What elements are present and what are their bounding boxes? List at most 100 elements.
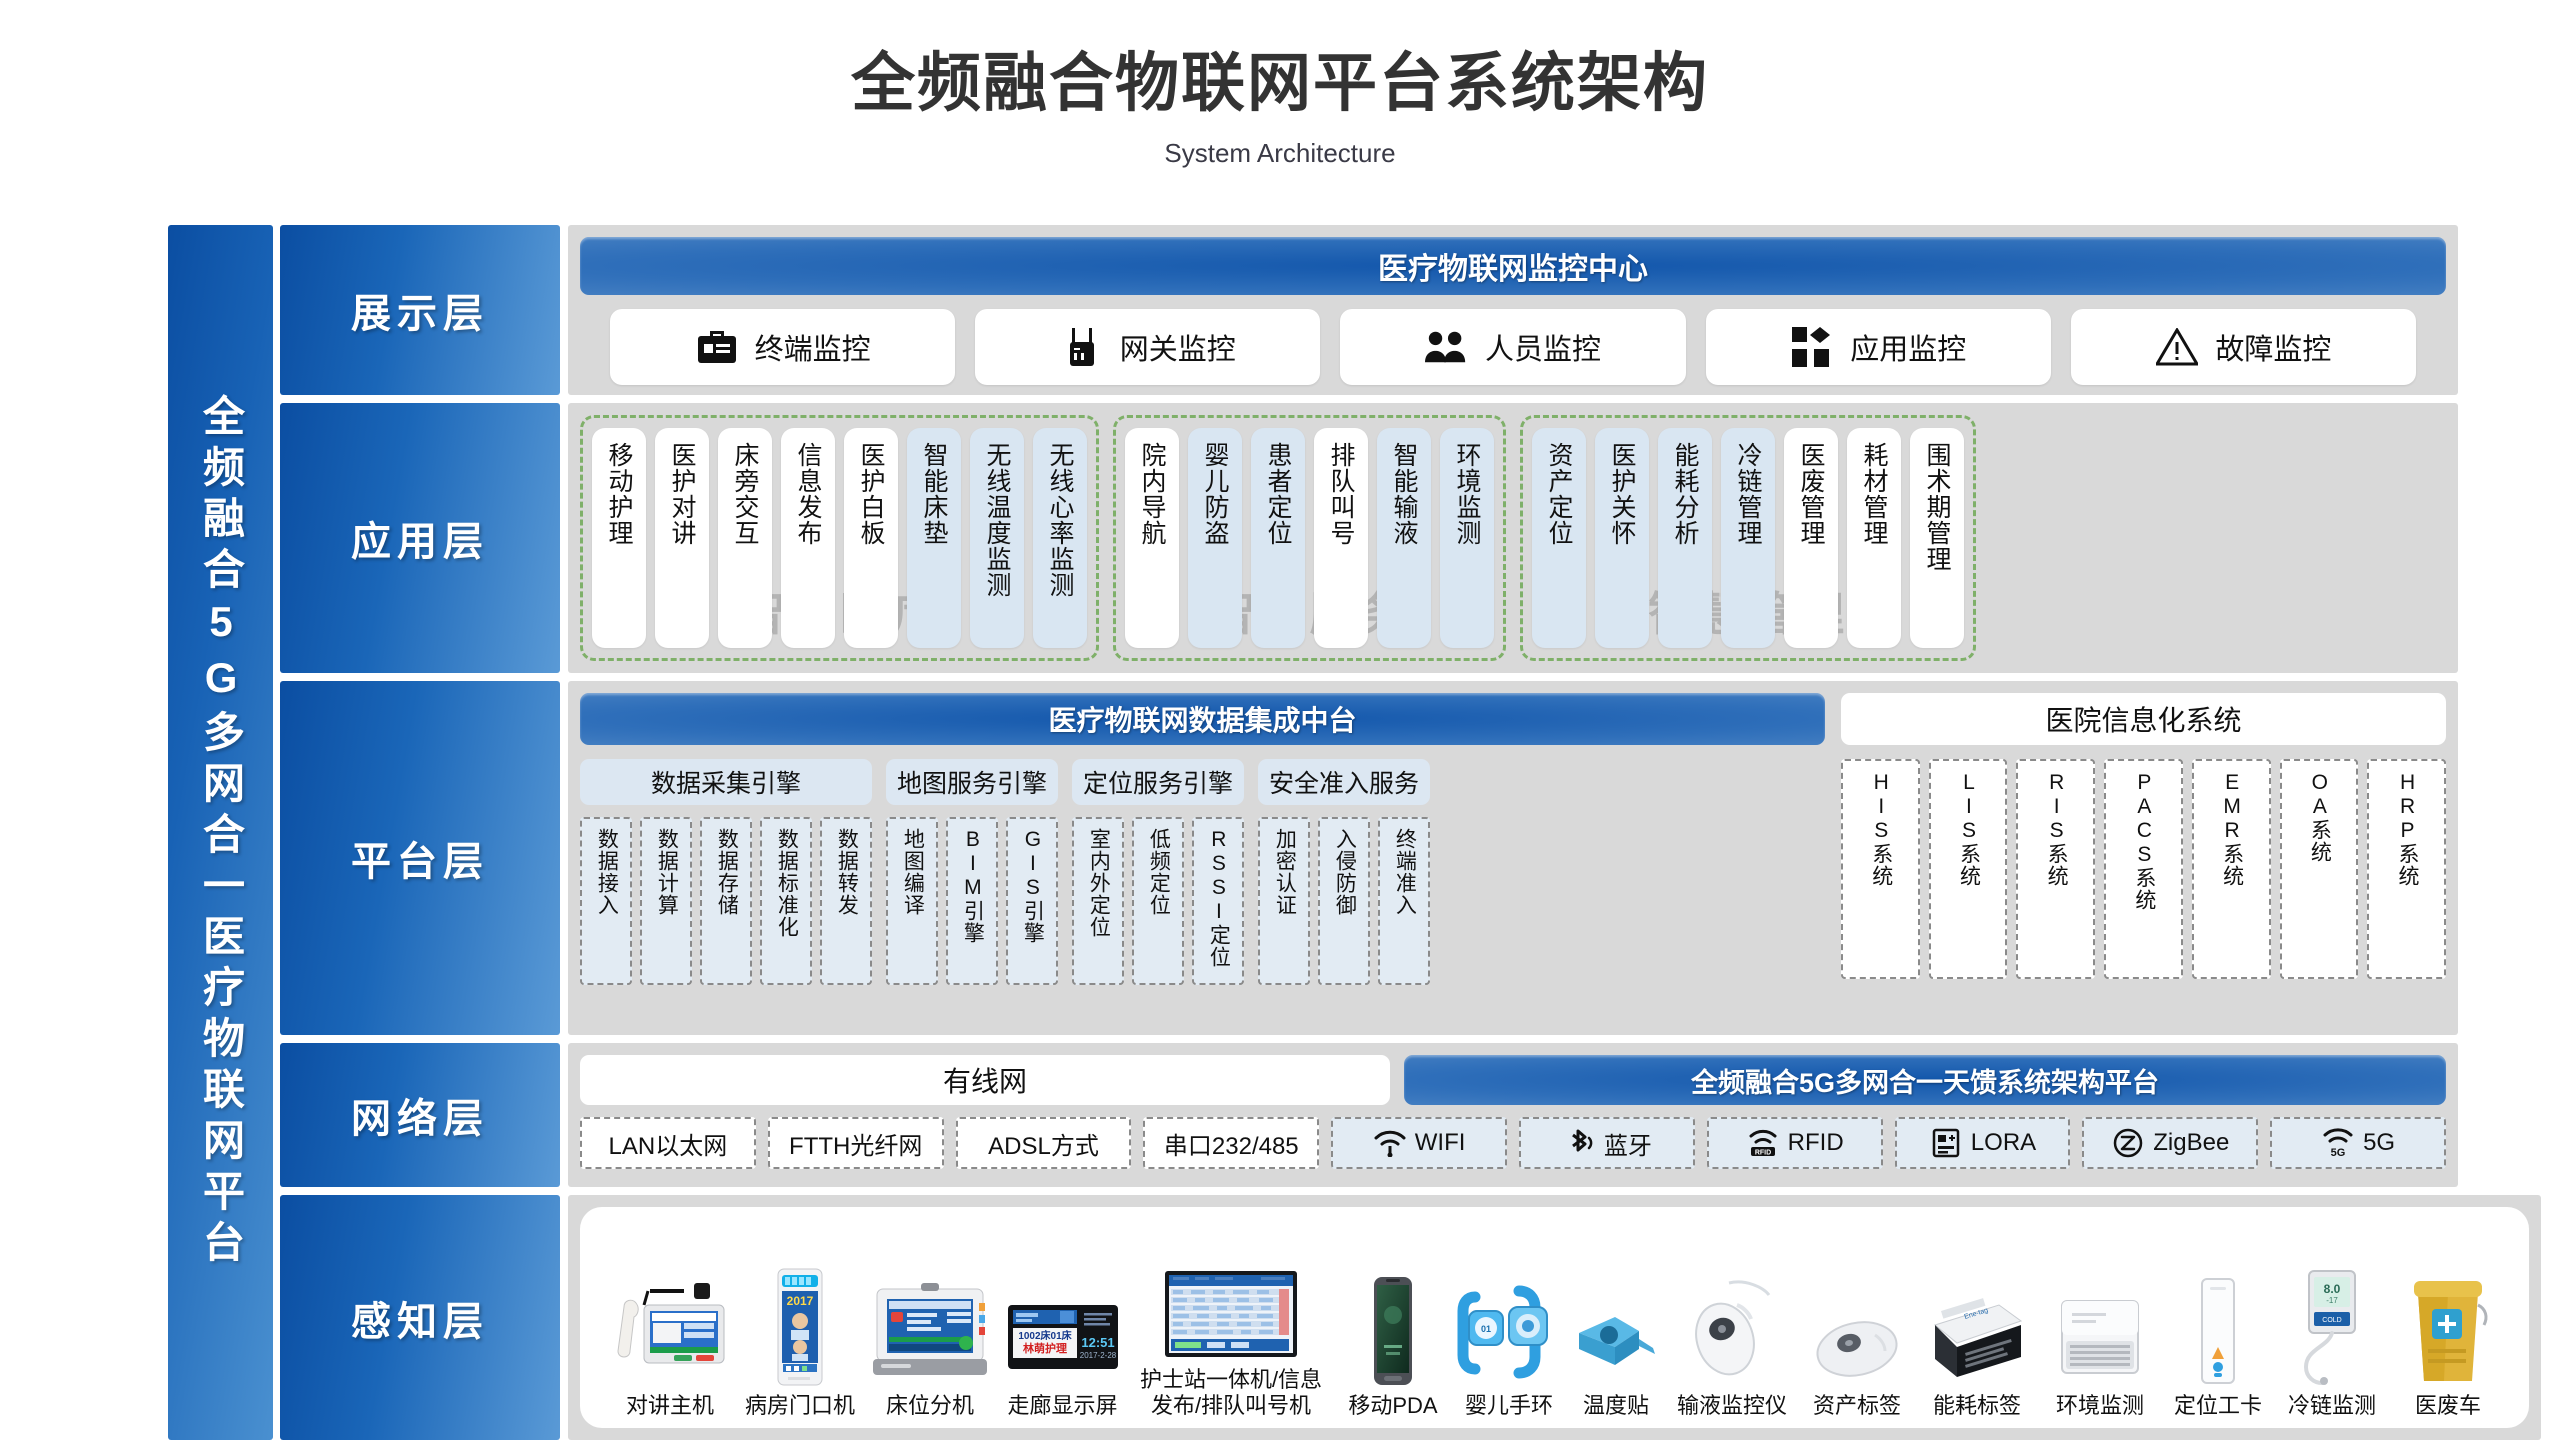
network-tag-serial[interactable]: 串口232/485 [1143, 1117, 1320, 1169]
app-item-patient-positioning[interactable]: 患者定位 [1251, 428, 1305, 648]
app-item-environment-monitoring[interactable]: 环境监测 [1440, 428, 1494, 648]
his-system-pacs[interactable]: PACS系统 [2104, 759, 2183, 979]
network-tag-bluetooth[interactable]: 蓝牙 [1518, 1117, 1695, 1169]
network-tag-zigbee[interactable]: ZigBee [2082, 1117, 2259, 1169]
network-tag-label: 5G [2363, 1129, 2396, 1156]
sense-device-label: 环境监测 [2055, 1392, 2144, 1418]
page-subtitle: System Architecture [1164, 138, 1396, 169]
sense-device-label: 输液监控仪 [1676, 1392, 1787, 1418]
svg-text:8.0: 8.0 [2324, 1282, 2341, 1296]
layer-label-application[interactable]: 应用层 [280, 403, 560, 673]
app-item-infant-antitheft[interactable]: 婴儿防盗 [1188, 428, 1242, 648]
sense-device-label: 移动PDA [1348, 1392, 1438, 1418]
app-item-wireless-temperature[interactable]: 无线温度监测 [970, 428, 1024, 648]
engine-cell-data-compute[interactable]: 数据计算 [640, 817, 692, 985]
engine-title[interactable]: 数据采集引擎 [580, 759, 872, 805]
layer-label-network[interactable]: 网络层 [280, 1043, 560, 1187]
engine-cell-label: 数据存储 [715, 828, 739, 916]
his-system-hrp[interactable]: HRP系统 [2367, 759, 2447, 979]
sense-device-asset-tag[interactable]: 资产标签 [1801, 1303, 1913, 1418]
app-item-wireless-heartrate[interactable]: 无线心率监测 [1033, 428, 1087, 648]
engine-cell-data-storage[interactable]: 数据存储 [700, 817, 752, 985]
display-item-people-monitor[interactable]: 人员监控 [1340, 309, 1686, 385]
engine-cell-indoor-outdoor-positioning[interactable]: 室内外定位 [1072, 817, 1124, 985]
network-tag-label: ADSL方式 [988, 1132, 1099, 1160]
engine-cell-data-forwarding[interactable]: 数据转发 [820, 817, 872, 985]
platform-engine-list: 数据采集引擎 数据接入 数据计算 数据存储 数据标准化 数据转发 [580, 759, 1825, 985]
network-tag-lora[interactable]: LORA [1894, 1117, 2071, 1169]
app-item-smart-infusion[interactable]: 智能输液 [1377, 428, 1431, 648]
sense-device-locator-badge[interactable]: 定位工卡 [2165, 1275, 2271, 1418]
app-item-bedside-interaction[interactable]: 床旁交互 [718, 428, 772, 648]
network-tag-rfid[interactable]: RFID RFID [1706, 1117, 1883, 1169]
sense-device-ward-door-panel[interactable]: 2017 病房门口机 [740, 1267, 860, 1418]
layer-label-platform[interactable]: 平台层 [280, 681, 560, 1035]
app-item-asset-positioning[interactable]: 资产定位 [1532, 428, 1586, 648]
display-item-gateway-monitor[interactable]: 网关监控 [975, 309, 1321, 385]
platform-vertical-banner-label: 全频融合5G多网合一医疗物联网平台 [197, 394, 245, 1271]
engine-title[interactable]: 定位服务引擎 [1072, 759, 1244, 805]
sense-device-infusion-monitor[interactable]: 输液监控仪 [1669, 1277, 1795, 1418]
app-item-indoor-navigation[interactable]: 院内导航 [1125, 428, 1179, 648]
engine-cell-label: 低频定位 [1147, 828, 1171, 916]
engine-cell-map-compile[interactable]: 地图编译 [886, 817, 938, 985]
his-system-emr[interactable]: EMR系统 [2191, 759, 2271, 979]
sense-device-energy-tag[interactable]: Ene-tag 能耗标签 [1919, 1291, 2035, 1418]
engine-cell-intrusion-defense[interactable]: 入侵防御 [1318, 817, 1370, 985]
app-item-staff-care[interactable]: 医护关怀 [1595, 428, 1649, 648]
network-tag-adsl[interactable]: ADSL方式 [955, 1117, 1132, 1169]
engine-cell-rssi-positioning[interactable]: RSSI定位 [1192, 817, 1244, 985]
app-item-mobile-nursing[interactable]: 移动护理 [592, 428, 646, 648]
engine-cell-bim-engine[interactable]: BIM引擎 [946, 817, 998, 985]
his-system-lis[interactable]: LIS系统 [1928, 759, 2008, 979]
sense-device-baby-wristband[interactable]: 01 婴儿手环 [1455, 1277, 1563, 1418]
display-item-fault-monitor[interactable]: 故障监控 [2070, 309, 2417, 385]
sense-device-environment-sensor[interactable]: 环境监测 [2041, 1287, 2159, 1418]
display-item-label: 应用监控 [1850, 334, 1967, 366]
network-tag-5g[interactable]: 5G 5G [2270, 1117, 2446, 1169]
app-item-nurse-intercom[interactable]: 医护对讲 [655, 428, 709, 648]
sense-device-intercom-host[interactable]: 对讲主机 [606, 1277, 734, 1418]
sense-device-temperature-patch[interactable]: 温度贴 [1569, 1307, 1663, 1418]
sense-device-coldchain-monitor[interactable]: 8.0 -17 COLD 冷链监测 [2277, 1269, 2387, 1418]
engine-cell-lowfreq-positioning[interactable]: 低频定位 [1132, 817, 1184, 985]
display-center-title: 医疗物联网监控中心 [580, 237, 2446, 295]
layer-label-network-text: 网络层 [351, 1097, 489, 1141]
sense-device-mobile-pda[interactable]: 移动PDA [1337, 1275, 1449, 1418]
app-item-coldchain-management[interactable]: 冷链管理 [1721, 428, 1775, 648]
network-tag-label: ZigBee [2153, 1129, 2230, 1156]
his-system-his[interactable]: HIS系统 [1841, 759, 1920, 979]
engine-cell-terminal-admission[interactable]: 终端准入 [1378, 817, 1430, 985]
engine-cell-label: 入侵防御 [1333, 828, 1357, 916]
his-system-oa[interactable]: OA系统 [2279, 759, 2359, 979]
sense-device-medical-waste-cart[interactable]: 医废车 [2393, 1275, 2503, 1418]
layer-label-display[interactable]: 展示层 [280, 225, 560, 395]
engine-cell-data-standardization[interactable]: 数据标准化 [760, 817, 812, 985]
display-item-terminal-monitor[interactable]: 终端监控 [610, 309, 956, 385]
display-item-label: 人员监控 [1485, 334, 1602, 366]
his-system-ris[interactable]: RIS系统 [2016, 759, 2096, 979]
app-item-medical-whiteboard[interactable]: 医护白板 [844, 428, 898, 648]
app-item-information-publish[interactable]: 信息发布 [781, 428, 835, 648]
app-item-energy-analysis[interactable]: 能耗分析 [1658, 428, 1712, 648]
sense-device-nurse-station-aio[interactable]: 护士站一体机/信息 发布/排队叫号机 [1131, 1269, 1331, 1418]
app-item-queue-calling[interactable]: 排队叫号 [1314, 428, 1368, 648]
network-tag-label: WIFI [1414, 1129, 1466, 1156]
layer-label-sense[interactable]: 感知层 [280, 1195, 560, 1440]
network-tag-ftth[interactable]: FTTH光纤网 [767, 1117, 944, 1169]
app-item-perioperative-management[interactable]: 围术期管理 [1910, 428, 1964, 648]
engine-cell-encryption-auth[interactable]: 加密认证 [1258, 817, 1310, 985]
network-tag-wifi[interactable]: WIFI [1331, 1117, 1507, 1169]
app-item-label: 院内导航 [1138, 442, 1166, 546]
sense-device-bedside-extension[interactable]: 床位分机 [866, 1277, 994, 1418]
app-item-consumable-management[interactable]: 耗材管理 [1847, 428, 1901, 648]
engine-title[interactable]: 地图服务引擎 [886, 759, 1058, 805]
network-tag-lan[interactable]: LAN以太网 [580, 1117, 756, 1169]
app-item-medicalwaste-management[interactable]: 医废管理 [1784, 428, 1838, 648]
engine-title[interactable]: 安全准入服务 [1258, 759, 1430, 805]
engine-cell-gis-engine[interactable]: GIS引擎 [1006, 817, 1058, 985]
app-item-smart-mattress[interactable]: 智能床垫 [907, 428, 961, 648]
engine-cell-data-ingest[interactable]: 数据接入 [580, 817, 632, 985]
display-item-application-monitor[interactable]: 应用监控 [1705, 309, 2051, 385]
sense-device-corridor-display[interactable]: 1002床01床 林萌护理 12:51 2017-2-28 走廊显示屏 [1000, 1291, 1125, 1418]
